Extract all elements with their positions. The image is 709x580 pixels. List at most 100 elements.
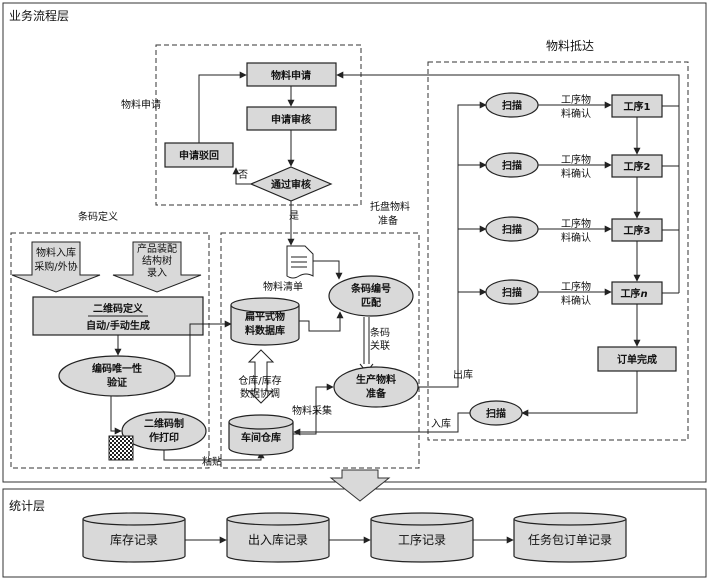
scan-text-4: 扫描 [502,286,522,299]
barcode-match-text-2: 匹配 [361,297,381,309]
arrow-ws-prod [293,383,334,435]
confirm-text-3b: 料确认 [561,231,591,244]
pallet-prep-label-1: 托盘物料 [370,200,410,213]
flat-db-cylinder [230,305,300,346]
qr-print-text-1: 二维码制 [144,417,184,430]
link-text-1: 条码 [370,326,390,339]
reject-text: 申请驳回 [179,149,219,162]
bom-label: 物料清单 [263,280,303,293]
inventory-cylinder [82,519,186,563]
stock-in-arrow [11,241,101,293]
workshop-cylinder [228,422,294,456]
process-record-text: 工序记录 [398,532,446,547]
inout-text: 出入库记录 [248,532,308,547]
order-done-text: 订单完成 [617,353,657,366]
assembly-text-2: 结构树 [142,254,172,267]
layer-transfer-arrow [329,469,391,502]
workshop-text: 车间仓库 [241,431,281,444]
in-label: 入库 [431,417,451,430]
arrow-list-match [313,260,343,280]
confirm-text-4a: 工序物 [561,280,591,293]
link-text-2: 关联 [370,339,390,352]
order-done-box [597,346,677,372]
business-layer-title: 业务流程层 [9,8,69,23]
uniqueness-ellipse [58,355,176,397]
process2-text: 工序2 [624,160,651,173]
scan-text-3: 扫描 [502,223,522,236]
sync-text-2: 数据协调 [240,387,280,400]
process3-text: 工序3 [624,224,651,237]
material-request-label: 物料申请 [121,98,161,111]
material-arrival-label: 物料抵达 [546,39,594,53]
qr-print-ellipse [121,411,207,451]
stock-in-text-2: 采购/外协 [34,260,77,273]
qr-code-icon [108,435,134,461]
order-record-top [513,512,627,526]
uniqueness-text-2: 验证 [107,376,127,389]
barcode-def-label: 条码定义 [78,210,118,223]
pallet-region [220,232,420,469]
confirm-text-4b: 料确认 [561,294,591,307]
out-label: 出库 [453,368,473,381]
prod-material-text-2: 准备 [366,387,387,400]
arrow-unique-db [176,320,232,377]
scan-text-1: 扫描 [502,99,522,112]
process-record-cylinder [370,519,474,563]
barcode-match-ellipse [328,275,414,317]
assembly-arrow [112,241,202,293]
qr-print-text-2: 作打印 [149,431,179,444]
scan-text-2: 扫描 [502,159,522,172]
workshop-top [228,414,294,430]
apply-text: 物料申请 [271,69,311,82]
barcode-match-text-1: 条码编号 [350,282,391,295]
arrival-region [427,61,689,441]
yes-label: 是 [289,210,299,222]
assembly-text-1: 产品装配 [137,242,177,255]
collect-label: 物料采集 [292,404,332,417]
return-scan-text: 扫描 [486,407,506,420]
arrow-feedback-apply [336,71,680,293]
arrow-db-match [299,311,344,332]
process-n-text: 工序n [620,287,647,300]
confirm-text-2b: 料确认 [561,167,591,180]
flat-db-top [230,297,300,313]
request-region [155,44,362,206]
confirm-text-1a: 工序物 [561,93,591,106]
flat-db-text-1: 扁平式物 [245,310,285,323]
confirm-text-1b: 料确认 [561,107,591,120]
inout-cylinder [226,519,330,563]
prod-material-text-1: 生产物料 [356,373,396,386]
confirm-text-3a: 工序物 [561,217,591,230]
qr-define-text-2: 自动/手动生成 [86,319,150,332]
prod-material-ellipse [333,366,419,408]
pass-text: 通过审核 [271,178,311,191]
barcode-region [10,232,210,469]
paste-label: 粘贴 [202,455,222,468]
no-label: 否 [238,169,248,181]
arrow-reject-apply [198,71,247,143]
stats-layer-title: 统计层 [9,499,45,513]
qr-define-text-1: 二维码定义 [93,302,144,315]
inout-top [226,512,330,526]
arrow-print-warehouse [163,450,265,461]
order-record-text: 任务包订单记录 [528,532,612,547]
arrow-return-ws [293,412,470,436]
stock-in-text-1: 物料入库 [36,246,76,259]
arrow-unique-print [110,396,122,435]
arrow-pass-reject [232,167,251,185]
inventory-text: 库存记录 [110,532,158,547]
review-text: 申请审核 [271,113,311,126]
inventory-top [82,512,186,526]
flat-db-text-2: 料数据库 [245,324,285,337]
confirm-text-2a: 工序物 [561,153,591,166]
process1-text: 工序1 [624,100,651,113]
uniqueness-text-1: 编码唯一性 [92,362,142,375]
reject-box [164,142,234,168]
sync-text-1: 仓库/库存 [238,374,281,387]
arrow-out-scan1 [418,101,487,388]
arrow-done-scan [521,371,638,417]
order-record-cylinder [513,519,627,563]
process-record-top [370,512,474,526]
assembly-text-3: 录入 [147,267,167,279]
